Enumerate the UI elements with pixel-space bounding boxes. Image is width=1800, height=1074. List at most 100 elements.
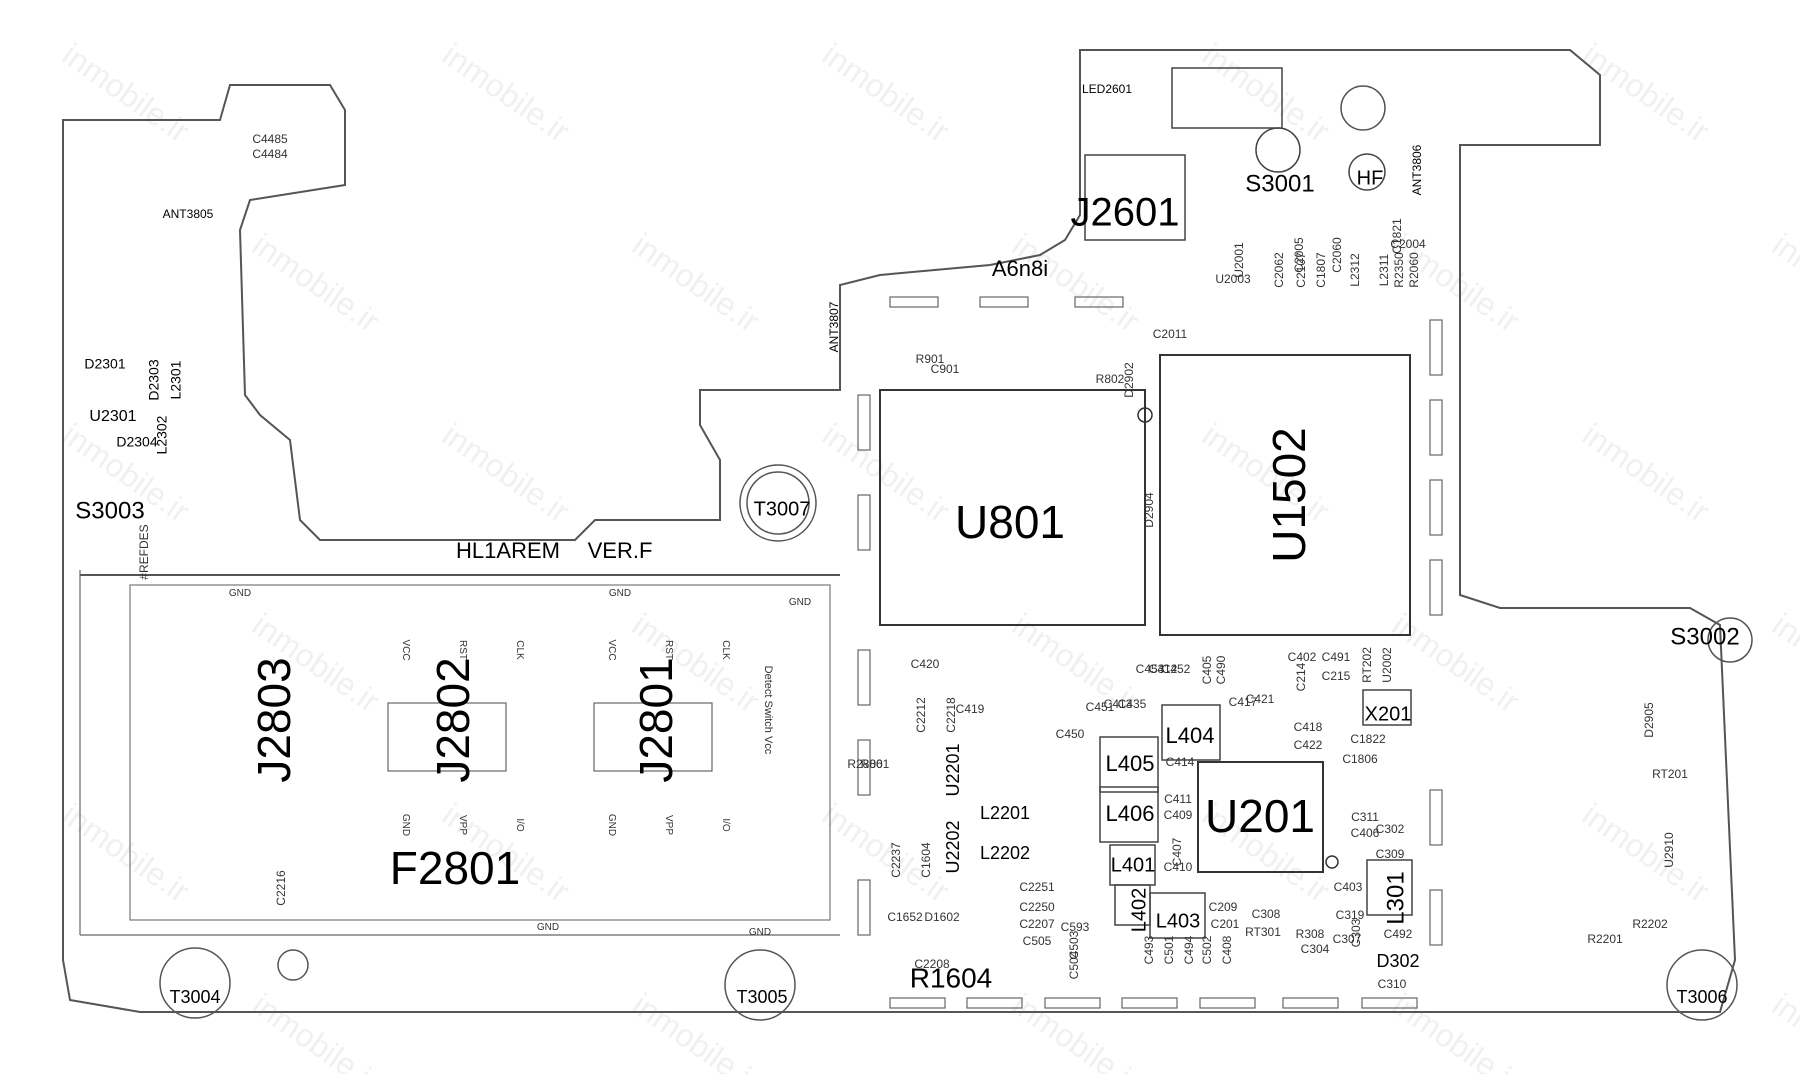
component-label: C209 [1209, 900, 1238, 914]
top-right-connector [1084, 67, 1386, 241]
watermark-text: inmobile.ir [1766, 226, 1800, 339]
component-label: C422 [1294, 738, 1323, 752]
connector-pin-label: RST [457, 640, 468, 660]
watermark-text: inmobile.ir [1576, 416, 1716, 529]
component-label: C412 [1149, 662, 1178, 676]
component-label: C494 [1182, 935, 1196, 964]
component-label: R2201 [1587, 932, 1623, 946]
label-u2201: U2201 [943, 743, 963, 796]
label-j2802: J2802 [427, 657, 479, 782]
component-label: C2212 [914, 697, 928, 733]
watermark-text: inmobile.ir [816, 416, 956, 529]
component-label: C2251 [1019, 880, 1055, 894]
component-label: R308 [1296, 927, 1325, 941]
connector-pin-label: VCC [400, 639, 411, 660]
component-label: C492 [1384, 927, 1413, 941]
label-j2801: J2801 [630, 657, 682, 782]
component-label: C2004 [1390, 237, 1426, 251]
connector-pin-label: CLK [514, 640, 525, 660]
labels-layer: J2601J2801J2802J2803F2801R1604S3001S3002… [75, 82, 1739, 1007]
component-label: C407 [1170, 837, 1184, 866]
component-label: C2107 [1294, 252, 1308, 288]
component-label: C493 [1142, 935, 1156, 964]
detect-switch-label: Detect Switch Vcc [762, 666, 774, 755]
component-label: C413 [1104, 697, 1133, 711]
watermark-text: inmobile.ir [816, 36, 956, 149]
component-label: C2250 [1019, 900, 1055, 914]
component-label: C2005 [1292, 237, 1306, 273]
chip-u1502: U1502 [1159, 354, 1411, 636]
component-label: R2060 [1407, 252, 1421, 288]
chip-u801: U801 [879, 389, 1153, 626]
component-label: RT202 [1360, 647, 1374, 683]
mounting-holes [159, 85, 1753, 1021]
component-label: D1602 [924, 910, 960, 924]
label-d2304: D2304 [116, 434, 157, 450]
watermark-text: inmobile.ir [1386, 986, 1526, 1074]
label-x201: X201 [1365, 703, 1412, 725]
label-s3003: S3003 [75, 497, 144, 524]
component-label: C303 [1349, 918, 1363, 947]
component-label: C2062 [1272, 252, 1286, 288]
gnd-label: GND [789, 597, 811, 608]
connector-pads [387, 702, 713, 772]
component-label: C505 [1023, 934, 1052, 948]
component-label: C1807 [1314, 252, 1328, 288]
watermark-text: inmobile.ir [246, 226, 386, 339]
component-label: C901 [931, 362, 960, 376]
label-u2202: U2202 [943, 820, 963, 873]
component-label: C421 [1246, 692, 1275, 706]
component-label: C1822 [1350, 732, 1386, 746]
component-label: C491 [1322, 650, 1351, 664]
label-l401: L401 [1111, 854, 1156, 876]
inductor-boxes [1099, 689, 1413, 939]
label-l2202: L2202 [980, 843, 1030, 863]
component-label: C418 [1294, 720, 1323, 734]
label-u201: U201 [1205, 790, 1315, 842]
component-label: C451 [1086, 700, 1115, 714]
component-label: U2001 [1232, 242, 1246, 278]
watermark-text: inmobile.ir [1006, 226, 1146, 339]
label-r1604: R1604 [910, 962, 993, 993]
label-d2301: D2301 [84, 356, 125, 372]
label-f2801: F2801 [390, 842, 520, 894]
connector-pin-label: VPP [663, 815, 674, 835]
component-label: C1652 [887, 910, 923, 924]
label-l301: L301 [1382, 871, 1409, 924]
label-s3002: S3002 [1670, 623, 1739, 650]
gnd-label: GND [609, 588, 631, 599]
component-label: C2208 [914, 957, 950, 971]
label-ant3805: ANT3805 [163, 207, 214, 221]
label-d2303: D2303 [146, 359, 162, 400]
connector-pin-label: GND [606, 814, 617, 836]
gnd-label: GND [537, 922, 559, 933]
component-label: C2216 [274, 870, 288, 906]
board-code-label: A6n8i [992, 256, 1048, 281]
label-l404: L404 [1166, 723, 1215, 748]
component-label: C408 [1220, 935, 1234, 964]
component-label: R2350 [1392, 252, 1406, 288]
label-hf: HF [1357, 167, 1384, 189]
watermark-text: inmobile.ir [436, 416, 576, 529]
component-label: C435 [1118, 697, 1147, 711]
component-label: C504 [1067, 950, 1081, 979]
component-label: C593 [1061, 920, 1090, 934]
component-label: C450 [1056, 727, 1085, 741]
label-l2201: L2201 [980, 803, 1030, 823]
component-label: C501 [1162, 935, 1176, 964]
component-label: C2011 [1153, 327, 1188, 341]
connector-pin-label: VCC [606, 639, 617, 660]
component-label: C319 [1336, 908, 1365, 922]
label-j2803: J2803 [248, 657, 300, 782]
component-label: C406 [1351, 826, 1380, 840]
component-label: C409 [1164, 808, 1193, 822]
watermark-text: inmobile.ir [56, 796, 196, 909]
watermark-text: inmobile.ir [1576, 36, 1716, 149]
component-label: D2904 [1142, 492, 1156, 528]
watermark-text: inmobile.ir [246, 986, 386, 1074]
label-l406: L406 [1106, 801, 1155, 826]
label-u801: U801 [955, 496, 1065, 548]
component-label: C490 [1214, 655, 1228, 684]
component-label: C307 [1333, 932, 1362, 946]
